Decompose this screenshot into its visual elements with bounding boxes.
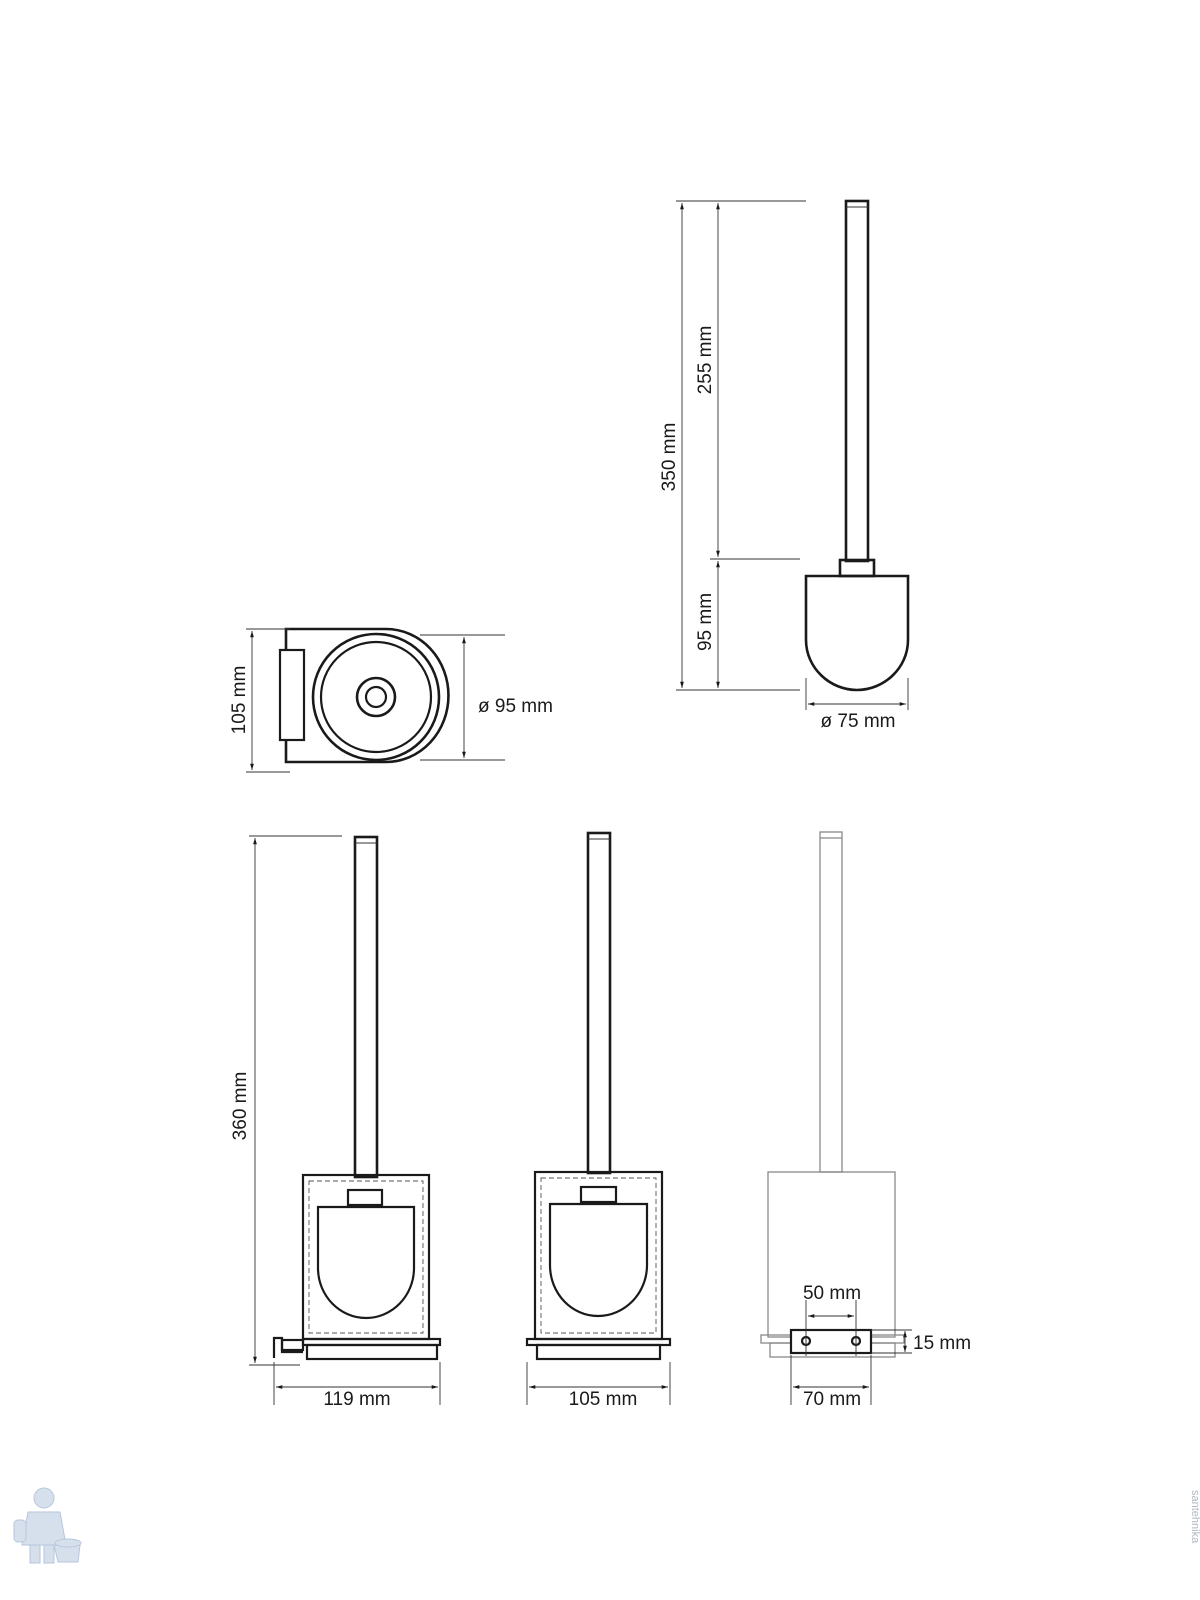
container-inner-circle bbox=[319, 640, 433, 754]
side-collar bbox=[346, 1188, 384, 1207]
dim-label-50: 50 mm bbox=[803, 1283, 861, 1304]
brush-handle bbox=[844, 199, 870, 563]
dim-label-350: 350 mm bbox=[659, 423, 680, 492]
side-wall-bracket bbox=[272, 1336, 303, 1358]
dim-label-105-front: 105 mm bbox=[569, 1389, 638, 1410]
rear-handle bbox=[819, 831, 843, 1173]
brush-view: 350 mm 255 mm 95 mm ø 75 mm bbox=[659, 199, 910, 732]
side-view: 360 mm 119 mm bbox=[230, 835, 442, 1410]
dim-label-360: 360 mm bbox=[230, 1072, 251, 1141]
rear-view: 50 mm 15 mm 70 mm bbox=[760, 831, 971, 1410]
top-view-body bbox=[284, 627, 450, 764]
front-container bbox=[533, 1170, 664, 1341]
dim-label-105-top: 105 mm bbox=[229, 666, 250, 735]
brush-collar bbox=[838, 558, 876, 578]
watermark-text: santehnika bbox=[1189, 1490, 1200, 1544]
dim-label-95-dia: ø 95 mm bbox=[478, 696, 553, 717]
plumber-mascot-icon bbox=[13, 1487, 82, 1564]
front-view: 105 mm bbox=[525, 831, 672, 1410]
side-container bbox=[301, 1173, 431, 1341]
mount-plate bbox=[789, 1328, 873, 1355]
container-outer-circle bbox=[311, 632, 441, 762]
dim-label-119: 119 mm bbox=[323, 1389, 390, 1410]
rear-container bbox=[767, 1171, 896, 1338]
top-view: 105 mm ø 95 mm bbox=[229, 627, 553, 773]
side-handle bbox=[353, 835, 379, 1179]
front-collar bbox=[579, 1185, 618, 1204]
brush-head bbox=[804, 574, 910, 692]
dim-label-70: 70 mm bbox=[803, 1389, 861, 1410]
dim-label-15: 15 mm bbox=[913, 1333, 971, 1354]
front-handle bbox=[586, 831, 612, 1175]
dim-label-255: 255 mm bbox=[695, 326, 716, 395]
wall-plate bbox=[278, 648, 306, 742]
side-brush-head bbox=[316, 1205, 416, 1320]
dim-label-95: 95 mm bbox=[695, 593, 716, 651]
dim-label-75: ø 75 mm bbox=[821, 711, 896, 732]
brush-top-outer bbox=[355, 676, 397, 718]
front-brush-head bbox=[548, 1202, 649, 1318]
brush-top-inner bbox=[364, 685, 388, 709]
